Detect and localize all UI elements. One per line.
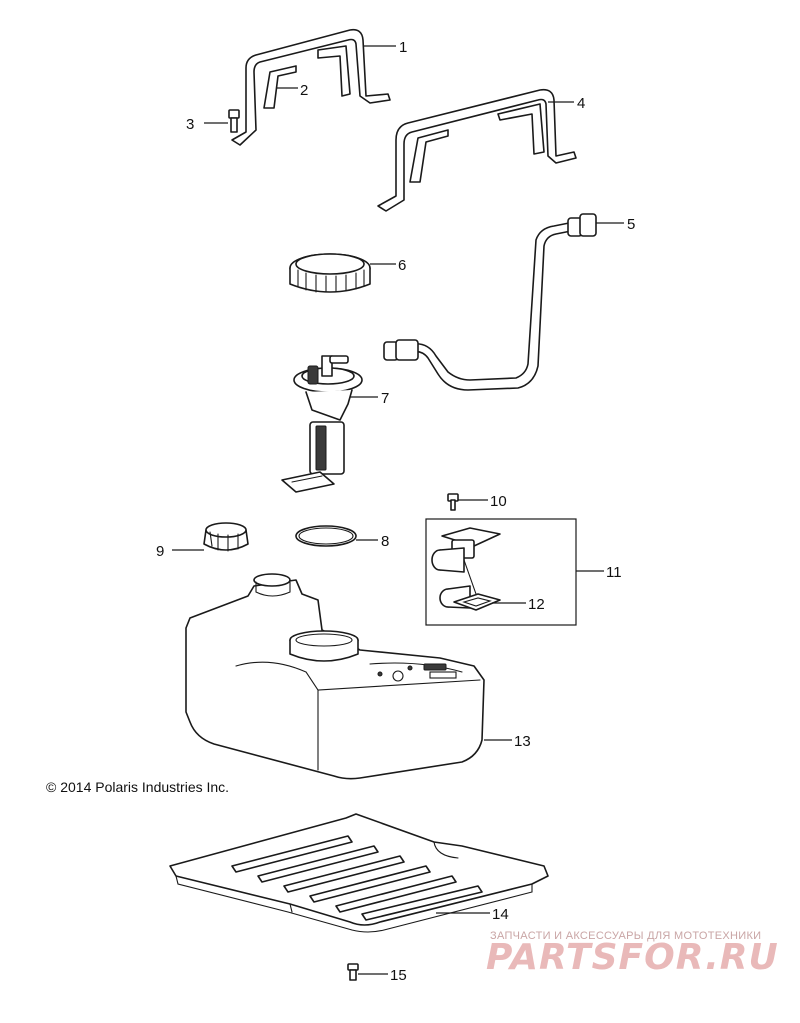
part-9-fuel-cap xyxy=(203,522,249,552)
callout-4: 4 xyxy=(577,95,585,112)
part-12-gasket xyxy=(453,593,501,611)
watermark-tagline: ЗАПЧАСТИ И АКСЕССУАРЫ ДЛЯ МОТОТЕХНИКИ xyxy=(490,930,762,942)
part-15-bolt xyxy=(347,963,359,981)
callout-9: 9 xyxy=(156,543,164,560)
part-10-screw xyxy=(447,493,459,511)
part-5-fuel-line xyxy=(383,213,597,391)
callout-3: 3 xyxy=(186,116,194,133)
callout-labels: 1 2 3 4 5 6 7 8 9 10 11 12 13 14 15 xyxy=(156,39,635,984)
callout-15: 15 xyxy=(390,967,407,984)
callout-10: 10 xyxy=(490,493,507,510)
part-11-assembly-box xyxy=(425,518,577,626)
callout-7: 7 xyxy=(381,390,389,407)
part-1-bracket xyxy=(231,28,391,146)
callout-1: 1 xyxy=(399,39,407,56)
part-3-bolt xyxy=(228,109,240,133)
callout-5: 5 xyxy=(627,216,635,233)
part-13-fuel-tank xyxy=(185,573,485,780)
callout-11: 11 xyxy=(606,564,622,581)
callout-6: 6 xyxy=(398,257,406,274)
callout-13: 13 xyxy=(514,733,531,750)
callout-2: 2 xyxy=(300,82,308,99)
callout-14: 14 xyxy=(492,906,509,923)
part-4-bracket xyxy=(377,88,577,212)
callout-8: 8 xyxy=(381,533,389,550)
leader-lines xyxy=(172,45,624,975)
part-6-lock-ring xyxy=(289,253,371,293)
part-7-fuel-pump xyxy=(281,355,363,493)
copyright-notice: © 2014 Polaris Industries Inc. xyxy=(46,779,230,795)
callout-12: 12 xyxy=(528,596,545,613)
part-14-skid-plate xyxy=(169,813,549,933)
part-8-o-ring xyxy=(295,525,357,547)
watermark-logo: PARTSFOR.RU xyxy=(486,937,779,978)
